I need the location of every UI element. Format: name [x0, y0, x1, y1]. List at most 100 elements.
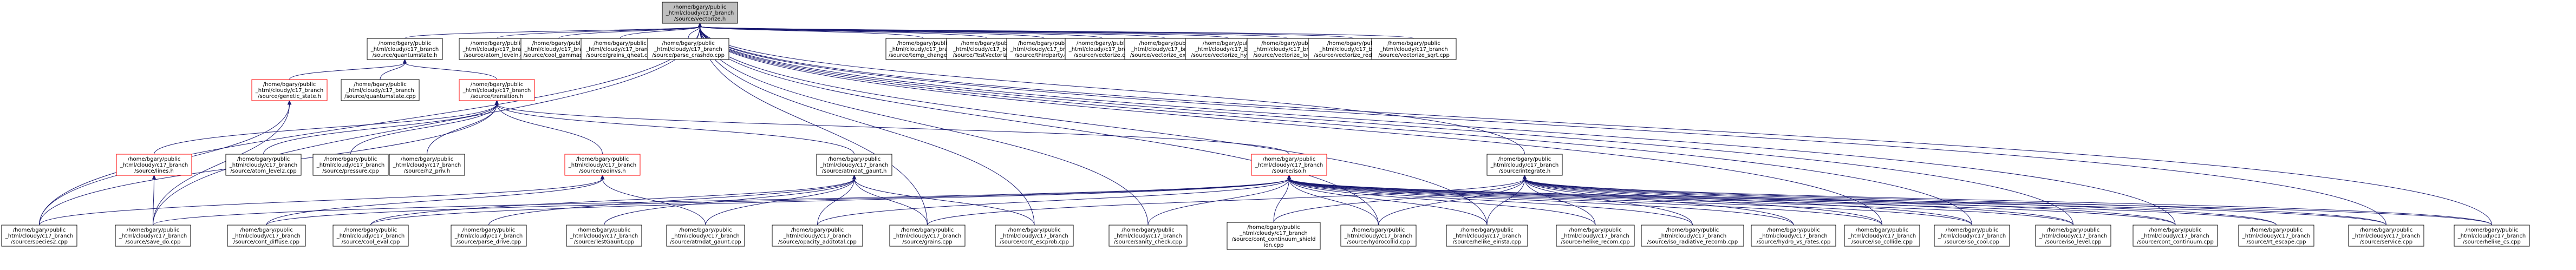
graph-node-rt-escape[interactable]: /home/bgary/public_html/cloudy/c17_branc… [2238, 225, 2314, 247]
graph-node-parse-crashdo[interactable]: /home/bgary/public_html/cloudy/c17_branc… [647, 38, 729, 60]
node-label-line: _html/cloudy/c17_branch [462, 47, 531, 52]
graph-node-genetic-state[interactable]: /home/bgary/public_html/cloudy/c17_branc… [251, 79, 328, 101]
edge-line [370, 178, 1289, 226]
graph-node-iso-cool[interactable]: /home/bgary/public_html/cloudy/c17_branc… [1934, 225, 2010, 247]
node-label-line: /home/bgary/public [961, 41, 1013, 47]
edge-line [1524, 178, 2492, 226]
edge-line [370, 178, 855, 226]
graph-node-iso-radiative-recomb[interactable]: /home/bgary/public_html/cloudy/c17_branc… [1641, 225, 1744, 247]
node-box [666, 225, 745, 247]
node-box [1, 225, 77, 247]
graph-node-h2-priv[interactable]: /home/bgary/public_html/cloudy/c17_branc… [389, 154, 465, 176]
graph-node-lines-h[interactable]: /home/bgary/public_html/cloudy/c17_branc… [116, 154, 192, 176]
edge-sanity-check-to-iso-h [1147, 174, 1292, 226]
graph-node-helike-cs[interactable]: /home/bgary/public_html/cloudy/c17_branc… [2454, 225, 2530, 247]
graph-node-hydro-vs-rates[interactable]: /home/bgary/public_html/cloudy/c17_branc… [1751, 225, 1836, 247]
node-label-line: _html/cloudy/c17_branch [1239, 231, 1308, 236]
edge-arrowhead [402, 58, 407, 64]
node-label-line: /source/cool_eval.cpp [342, 239, 400, 245]
node-label-line: /home/bgary/public [1767, 227, 1819, 233]
graph-node-iso-h[interactable]: /home/bgary/public_html/cloudy/c17_branc… [1251, 154, 1327, 176]
node-label-line: /home/bgary/public [263, 82, 316, 88]
graph-node-iso-collide[interactable]: /home/bgary/public_html/cloudy/c17_branc… [1844, 225, 1920, 247]
edge-line [700, 26, 2176, 226]
edge-pressure-to-transition [350, 100, 499, 155]
node-box [459, 79, 535, 101]
graph-node-save-do[interactable]: /home/bgary/public_html/cloudy/c17_branc… [115, 225, 191, 247]
graph-node-quantumstate-cpp[interactable]: /home/bgary/public_html/cloudy/c17_branc… [341, 79, 420, 101]
graph-node-atom-level2[interactable]: /home/bgary/public_html/cloudy/c17_branc… [225, 154, 302, 176]
node-label-line: _html/cloudy/c17_branch [462, 88, 531, 94]
edge-arrowhead [494, 100, 499, 105]
node-label-line: /source/atmdat_gaunt.h [822, 168, 887, 174]
node-label-line: _html/cloudy/c17_branch [585, 47, 654, 52]
graph-node-hydrocollid[interactable]: /home/bgary/public_html/cloudy/c17_branc… [1340, 225, 1417, 247]
graph-node-radinvs[interactable]: /home/bgary/public_html/cloudy/c17_branc… [564, 154, 641, 176]
node-label-line: _html/cloudy/c17_branch [820, 162, 889, 168]
graph-node-vectorize-sqrt[interactable]: /home/bgary/public_html/cloudy/c17_branc… [1371, 38, 1457, 60]
graph-node-cont-continuum-shield[interactable]: /home/bgary/public_html/cloudy/c17_branc… [1227, 222, 1321, 250]
node-label-line: /source/cool_gammas.cpp [523, 52, 594, 58]
edge-iso-cool-to-integrate [1522, 174, 1972, 226]
graph-node-cont-escprob[interactable]: /home/bgary/public_html/cloudy/c17_branc… [995, 225, 1074, 247]
node-label-line: /source/cont_escprob.cpp [1000, 239, 1069, 245]
graph-node-testgaunt[interactable]: /home/bgary/public_html/cloudy/c17_branc… [566, 225, 642, 247]
graph-node-grains[interactable]: /home/bgary/public_html/cloudy/c17_branc… [889, 225, 966, 247]
node-box [564, 154, 641, 176]
graph-node-pressure[interactable]: /home/bgary/public_html/cloudy/c17_branc… [312, 154, 389, 176]
graph-node-service[interactable]: /home/bgary/public_html/cloudy/c17_branc… [2348, 225, 2424, 247]
graph-node-species2[interactable]: /home/bgary/public_html/cloudy/c17_branc… [1, 225, 77, 247]
node-label-line: /home/bgary/public [2250, 227, 2303, 233]
graph-node-grains-qheat[interactable]: /home/bgary/public_html/cloudy/c17_branc… [581, 38, 660, 60]
graph-node-helike-einsta[interactable]: /home/bgary/public_html/cloudy/c17_branc… [1446, 225, 1528, 247]
node-label-line: /source/helike_einsta.cpp [1453, 239, 1521, 245]
graph-node-parse-drive[interactable]: /home/bgary/public_html/cloudy/c17_branc… [451, 225, 527, 247]
edge-line [39, 26, 700, 226]
edge-line [497, 26, 700, 39]
node-label-line: /home/bgary/public [576, 156, 629, 162]
edge-line [1524, 178, 1693, 226]
edge-line [266, 178, 1289, 226]
node-label-line: /home/bgary/public [1121, 227, 1174, 233]
node-box [1556, 225, 1635, 247]
graph-node-transition[interactable]: /home/bgary/public_html/cloudy/c17_branc… [459, 79, 535, 101]
edge-line [1524, 178, 1794, 226]
node-label-line: /home/bgary/public [1498, 156, 1551, 162]
graph-node-atmdat-gaunt-cpp[interactable]: /home/bgary/public_html/cloudy/c17_branc… [666, 225, 745, 247]
edge-line [558, 26, 700, 39]
node-label-line: /source/quantumstate.cpp [344, 94, 416, 100]
edge-arrowhead [697, 22, 702, 28]
edge-atmdat-gaunt-cpp-to-radinvs [600, 174, 706, 226]
graph-node-cool-eval[interactable]: /home/bgary/public_html/cloudy/c17_branc… [332, 225, 409, 247]
edge-line [700, 26, 928, 226]
edge-transition-to-ioutils [402, 58, 497, 80]
node-label-line: _html/cloudy/c17_branch [255, 88, 324, 94]
node-box [225, 154, 302, 176]
graph-node-integrate[interactable]: /home/bgary/public_html/cloudy/c17_branc… [1486, 154, 1563, 176]
node-box [451, 225, 527, 247]
node-label-line: /source/vectorize_sqrt.cpp [1378, 52, 1450, 58]
node-label-line: /home/bgary/public [2149, 227, 2201, 233]
edge-line [1289, 178, 2176, 226]
node-label-line: /source/vectorize_reduce.cpp [1314, 52, 1393, 58]
graph-node-cont-continuum[interactable]: /home/bgary/public_html/cloudy/c17_branc… [2132, 225, 2218, 247]
edge-helike-cs-to-root [697, 22, 2492, 226]
edge-line [1289, 178, 1972, 226]
node-label-line: _html/cloudy/c17_branch [2141, 233, 2209, 239]
node-label-line: _html/cloudy/c17_branch [1255, 162, 1323, 168]
node-label-line: /source/atmdat_gaunt.cpp [670, 239, 741, 245]
edge-cont-diffuse-to-iso-h [266, 174, 1292, 226]
graph-node-cont-diffuse[interactable]: /home/bgary/public_html/cloudy/c17_branc… [227, 225, 306, 247]
edge-line [817, 178, 1289, 226]
node-box [889, 225, 966, 247]
graph-node-opacity-addtotal[interactable]: /home/bgary/public_html/cloudy/c17_branc… [772, 225, 863, 247]
graph-node-iso-level[interactable]: /home/bgary/public_html/cloudy/c17_branc… [2035, 225, 2111, 247]
edge-hydro-vs-rates-to-integrate [1522, 174, 1794, 226]
graph-node-helike-recom[interactable]: /home/bgary/public_html/cloudy/c17_branc… [1556, 225, 1635, 247]
edge-line [1289, 178, 2492, 226]
edge-line [497, 103, 1289, 155]
graph-node-atmdat-gaunt[interactable]: /home/bgary/public_html/cloudy/c17_branc… [816, 154, 892, 176]
graph-node-ioutils[interactable]: /home/bgary/public_html/cloudy/c17_branc… [367, 38, 443, 60]
graph-node-sanity-check[interactable]: /home/bgary/public_html/cloudy/c17_branc… [1108, 225, 1188, 247]
node-label-line: /source/vectorize.h [674, 16, 726, 22]
